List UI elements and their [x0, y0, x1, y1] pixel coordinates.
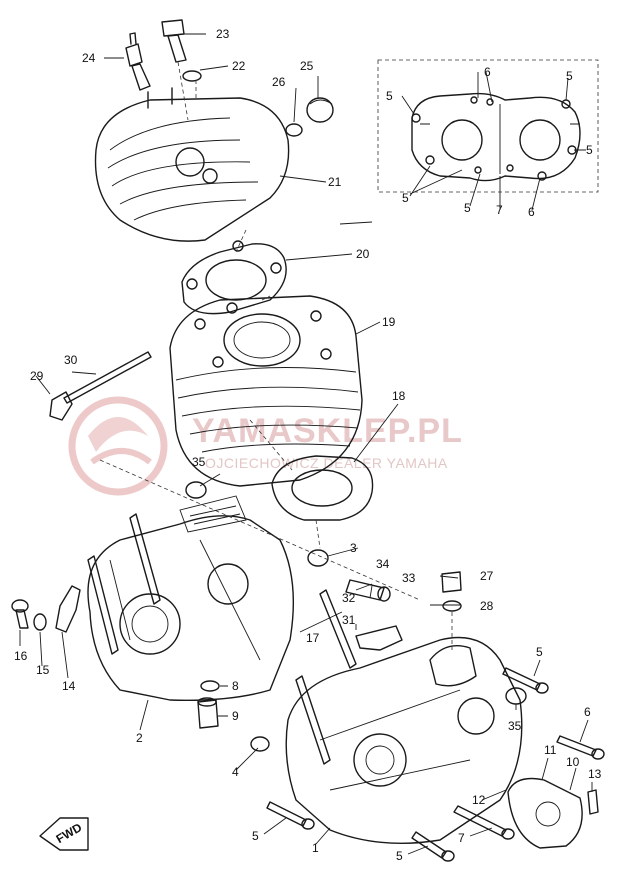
assembly-lines	[99, 61, 453, 650]
callout-21: 21	[328, 175, 342, 189]
callout-35-bottom: 35	[508, 719, 522, 733]
callout-15: 15	[36, 663, 50, 677]
callout-6-inset-bottom: 6	[528, 205, 535, 219]
watermark-tagline: OJCIECHOWICZ DEALER YAMAHA	[205, 455, 448, 471]
callout-4: 4	[232, 765, 239, 779]
inset-crankcase-view	[377, 59, 599, 193]
right-crankcase	[285, 589, 523, 845]
callout-5-inset-left: 5	[386, 89, 393, 103]
callout-14: 14	[62, 679, 76, 693]
dowel-35-top	[185, 481, 207, 499]
callout-11: 11	[544, 743, 557, 757]
left-crankcase	[87, 495, 295, 701]
drain-bolt-27	[441, 571, 462, 593]
head-bolt	[161, 19, 187, 63]
gasket-26	[285, 123, 303, 137]
callout-1: 1	[312, 841, 319, 855]
lever-14	[55, 585, 81, 633]
callout-23: 23	[216, 27, 230, 41]
callout-20: 20	[356, 247, 370, 261]
callout-16: 16	[14, 649, 28, 663]
shaft-33	[345, 579, 391, 602]
callout-5-inset-right: 5	[586, 143, 593, 157]
bolt-5-bottom-a	[266, 801, 315, 830]
callout-5-inset-tr: 5	[566, 69, 573, 83]
callout-27: 27	[480, 569, 494, 583]
inset-border	[377, 59, 599, 193]
callout-29: 29	[30, 369, 44, 383]
callout-19: 19	[382, 315, 396, 329]
callout-10: 10	[566, 755, 580, 769]
callout-34: 34	[376, 557, 390, 571]
bolt-7-bottom	[453, 805, 515, 840]
washer-22	[182, 70, 202, 82]
dowel-35-bottom	[505, 687, 527, 705]
callout-5-inset-bl: 5	[402, 191, 409, 205]
callout-30: 30	[64, 353, 78, 367]
callout-3: 3	[350, 541, 357, 555]
callout-5-right: 5	[536, 645, 543, 659]
fitting-29	[49, 391, 73, 421]
callout-26: 26	[272, 75, 286, 89]
leader-lines	[19, 33, 593, 855]
bolt-6-right	[556, 735, 605, 760]
callout-17: 17	[306, 631, 320, 645]
callout-33: 33	[402, 571, 416, 585]
callout-5-bottom-left: 5	[252, 829, 259, 843]
callout-12: 12	[472, 793, 486, 807]
callout-6-right: 6	[584, 705, 591, 719]
callout-18: 18	[392, 389, 406, 403]
plug-9	[197, 697, 219, 729]
head-gasket	[181, 240, 287, 315]
fwd-arrow: FWD	[39, 817, 89, 851]
callout-7-bottom: 7	[458, 831, 465, 845]
cover-11	[507, 777, 583, 849]
bracket-31	[355, 625, 403, 651]
callout-25: 25	[300, 59, 314, 73]
bolt-5-bottom-b	[411, 831, 455, 862]
dowel-3	[307, 549, 329, 567]
base-gasket	[271, 455, 374, 521]
seal-15	[33, 613, 47, 631]
callout-2: 2	[136, 731, 143, 745]
fwd-label: FWD	[54, 820, 85, 846]
callout-24: 24	[82, 51, 96, 65]
callout-22: 22	[232, 59, 246, 73]
bolt-5-right	[502, 667, 549, 694]
bolt-13	[587, 789, 599, 815]
callout-7-inset: 7	[496, 203, 503, 217]
callout-13: 13	[588, 767, 602, 781]
cylinder	[169, 295, 363, 487]
callout-32: 32	[342, 591, 356, 605]
callout-5-bottom-mid: 5	[396, 849, 403, 863]
cylinder-head	[94, 87, 290, 242]
cap-25	[306, 97, 334, 123]
washer-8	[200, 680, 220, 692]
spark-plug	[125, 32, 151, 91]
callout-35-top: 35	[192, 455, 206, 469]
callout-8: 8	[232, 679, 239, 693]
stud-30	[63, 351, 152, 404]
watermark: YAMASKLEP.PL OJCIECHOWICZ DEALER YAMAHA	[68, 396, 463, 496]
washer-28	[442, 600, 462, 612]
dowel-4	[250, 736, 270, 752]
callout-9: 9	[232, 709, 239, 723]
watermark-logo-mark	[88, 417, 148, 452]
bolt-16	[11, 599, 29, 629]
callout-28: 28	[480, 599, 494, 613]
callout-6-inset-top: 6	[484, 65, 491, 79]
watermark-site: YAMASKLEP.PL	[192, 412, 463, 450]
callout-5-inset-bm: 5	[464, 201, 471, 215]
callouts: 24 23 22 26 25 21 20 19 30 29 18 35 3 34…	[14, 27, 602, 863]
watermark-logo	[68, 396, 168, 496]
callout-31: 31	[342, 613, 356, 627]
